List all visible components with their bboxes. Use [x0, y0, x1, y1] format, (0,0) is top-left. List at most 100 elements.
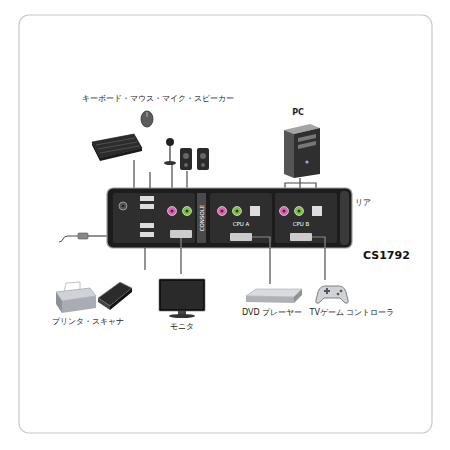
- switch-ports: [298, 210, 301, 213]
- pc-tower: [284, 130, 294, 178]
- speaker-icon: [184, 163, 188, 167]
- peripheral-group: キーボード・マウス・マイク・スピーカー: [79, 90, 237, 172]
- cable-line: [269, 248, 270, 284]
- microphone-icon: [164, 138, 176, 165]
- power-cable: [78, 233, 88, 239]
- speaker-icon: [183, 153, 189, 159]
- switch-ports: [140, 232, 154, 237]
- power-cable: [88, 235, 107, 236]
- pc-tower: [284, 124, 320, 178]
- switch-ports: [290, 233, 312, 241]
- printer-scanner-group: プリンタ・スキャナ: [48, 270, 150, 332]
- device-label: モニタ: [170, 322, 194, 331]
- internal-cables: [181, 237, 325, 248]
- kvm-switch-body: [210, 193, 272, 243]
- switch-ports: [140, 223, 154, 228]
- microphone-icon: [164, 161, 176, 165]
- printer-icon: [56, 292, 62, 313]
- keyboard-icon: [100, 146, 139, 153]
- mouse-icon: [141, 111, 153, 127]
- internal-cables: [252, 237, 270, 248]
- cable-line: [144, 248, 145, 270]
- switch-ports: [168, 207, 177, 216]
- side-label: リア: [355, 198, 371, 207]
- pc-tower: [298, 134, 316, 142]
- keyboard-icon: [96, 138, 135, 145]
- device-label: PC: [292, 108, 304, 117]
- dvd-player-icon: [246, 296, 294, 303]
- kvm-switch-body: [340, 191, 349, 245]
- mouse-icon: [147, 112, 148, 117]
- pc-device: PC: [278, 106, 322, 178]
- microphone-icon: [166, 138, 174, 146]
- outer-frame: [19, 15, 432, 433]
- speaker-icon: [200, 153, 206, 159]
- pc-tower: [305, 160, 308, 163]
- switch-ports: [122, 205, 125, 208]
- speaker-icon: [180, 148, 209, 170]
- device-label: DVD プレーヤー: [242, 308, 302, 317]
- kvm-switch-body: [107, 188, 352, 248]
- switch-ports: [312, 206, 322, 216]
- switch-ports: [283, 210, 286, 213]
- peripheral-cables: [133, 160, 134, 188]
- pc-tower: [294, 128, 320, 178]
- switch-ports: [140, 204, 154, 209]
- scanner-icon: [110, 288, 132, 310]
- switch-ports: [183, 207, 192, 216]
- printer-icon: [56, 282, 96, 313]
- internal-cables: [180, 238, 181, 248]
- cable-line: [149, 172, 150, 188]
- cable-line: [299, 178, 300, 188]
- switch-ports: [171, 210, 174, 213]
- game-controller-device: TVゲーム コントローラ: [307, 280, 398, 320]
- switch-ports: [170, 230, 192, 238]
- switch-ports: [233, 207, 242, 216]
- power-cable: [59, 233, 107, 242]
- controller-icon: [337, 293, 340, 296]
- monitor-device: モニタ: [155, 274, 210, 336]
- switch-ports: [236, 210, 239, 213]
- switch-ports: [221, 210, 224, 213]
- controller-icon: [316, 286, 348, 303]
- switch-ports: [295, 207, 304, 216]
- monitor-icon: [161, 281, 203, 309]
- dvd-player-icon: [246, 289, 302, 297]
- internal-cables: [312, 237, 325, 248]
- port-label: CPU B: [293, 221, 310, 227]
- power-cable: [59, 236, 78, 242]
- pc-tower: [298, 141, 316, 149]
- device-label: TVゲーム コントローラ: [310, 308, 395, 317]
- switch-ports: [186, 210, 189, 213]
- microphone-icon: [169, 146, 170, 161]
- speaker-icon: [197, 148, 209, 170]
- cable-line: [324, 248, 325, 280]
- model-name: CS1792: [363, 250, 410, 263]
- keyboard-icon: [98, 142, 137, 149]
- switch-ports: [230, 233, 252, 241]
- switch-ports: [140, 196, 154, 201]
- switch-ports: [280, 207, 289, 216]
- switch-ports: [250, 206, 260, 216]
- port-label: CPU A: [233, 221, 250, 227]
- scanner-icon: [98, 298, 110, 310]
- outer-frame: [19, 15, 432, 433]
- monitor-icon: [169, 314, 195, 318]
- controller-icon: [316, 286, 348, 303]
- keyboard-icon: [92, 134, 142, 161]
- kvm-switch-body: [107, 188, 352, 248]
- switch-ports: [119, 202, 127, 210]
- monitor-icon: [159, 279, 205, 318]
- mouse-icon: [141, 111, 153, 127]
- keyboard-icon: [100, 148, 142, 161]
- kvm-switch-body: [113, 193, 195, 243]
- printer-icon: [62, 296, 96, 313]
- dvd-player-icon: [246, 289, 302, 303]
- dvd-player-device: DVD プレーヤー: [239, 284, 305, 320]
- kvm-switch-body: [275, 193, 337, 243]
- port-label: CONSOLE: [198, 205, 204, 232]
- monitor-icon: [159, 279, 205, 311]
